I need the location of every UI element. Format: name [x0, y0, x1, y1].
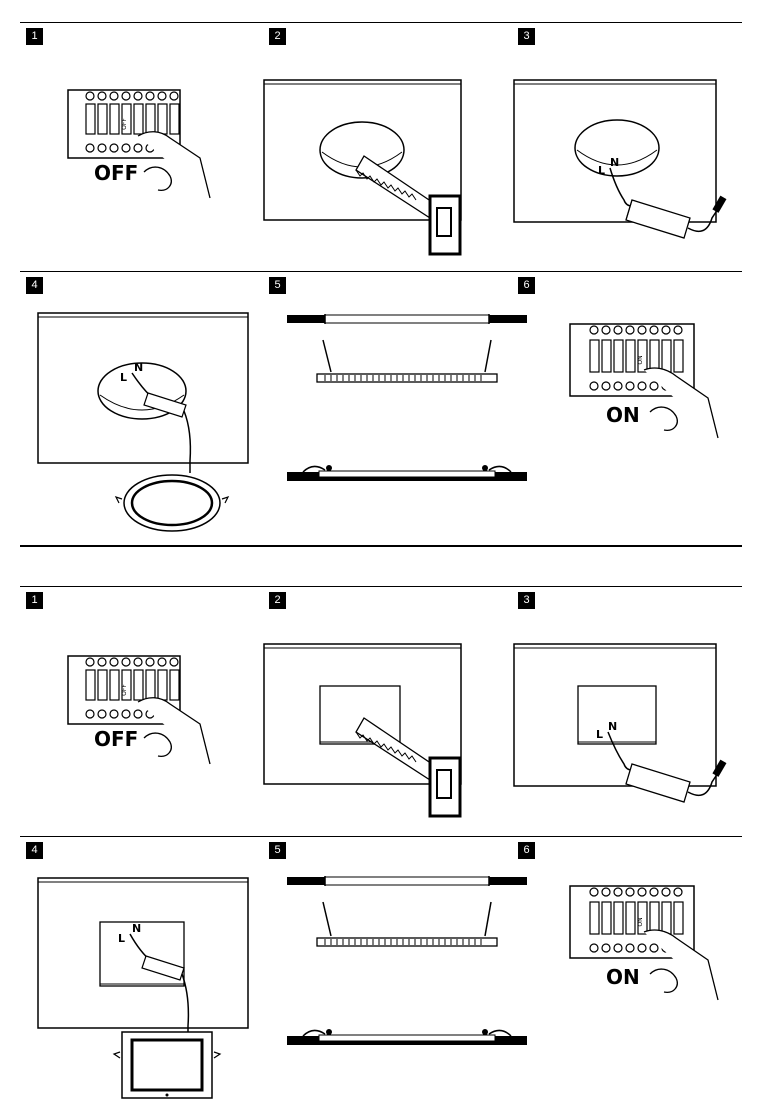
switch-state-label: ON [606, 403, 640, 427]
step-number: 2 [269, 28, 286, 45]
step-number: 6 [518, 842, 535, 859]
panel-insert-round-illustration: L N [37, 312, 249, 532]
saw-icon [355, 155, 462, 256]
breaker-tag: ON [637, 355, 644, 364]
wire-label-n: N [132, 922, 141, 935]
switch-state-label: OFF [94, 727, 138, 751]
spring-clip-illustration [287, 876, 527, 1045]
wire-label-l: L [596, 728, 603, 741]
step-number: 1 [26, 592, 43, 609]
ceiling-cut-round-illustration [263, 79, 462, 256]
breaker-tag: OFF [121, 118, 128, 130]
breaker-on-illustration: ON ON [569, 885, 719, 1001]
switch-state-label: OFF [94, 161, 138, 185]
breaker-off-illustration: OFF OFF [67, 655, 211, 765]
step-number: 5 [269, 277, 286, 294]
led-driver-icon [625, 763, 691, 803]
step-number: 4 [26, 277, 43, 294]
breaker-tag: OFF [121, 684, 128, 696]
section-divider [20, 545, 742, 547]
step-number: 5 [269, 842, 286, 859]
led-driver-icon [625, 199, 691, 239]
step-number: 3 [518, 592, 535, 609]
wire-label-l: L [120, 371, 127, 384]
switch-state-label: ON [606, 965, 640, 989]
driver-connect-round-illustration: L N [513, 79, 727, 239]
wire-label-l: L [118, 932, 125, 945]
ceiling-cut-square-illustration [263, 643, 462, 818]
saw-icon [355, 717, 462, 818]
wire-label-n: N [134, 361, 143, 374]
row-divider [20, 271, 742, 272]
spring-clip-illustration [287, 314, 527, 481]
step-number: 3 [518, 28, 535, 45]
breaker-off-illustration: OFF OFF [67, 89, 211, 199]
step-number: 6 [518, 277, 535, 294]
breaker-tag: ON [637, 917, 644, 926]
wire-label-l: L [598, 164, 605, 177]
step-number: 4 [26, 842, 43, 859]
panel-insert-square-illustration: L N [37, 877, 249, 1099]
driver-connect-square-illustration: L N [513, 643, 727, 803]
step-number: 1 [26, 28, 43, 45]
step-number: 2 [269, 592, 286, 609]
wire-label-n: N [610, 156, 619, 169]
breaker-on-illustration: ON ON [569, 323, 719, 439]
row-divider [20, 586, 742, 587]
row-divider [20, 836, 742, 837]
wire-label-n: N [608, 720, 617, 733]
row-divider [20, 22, 742, 23]
